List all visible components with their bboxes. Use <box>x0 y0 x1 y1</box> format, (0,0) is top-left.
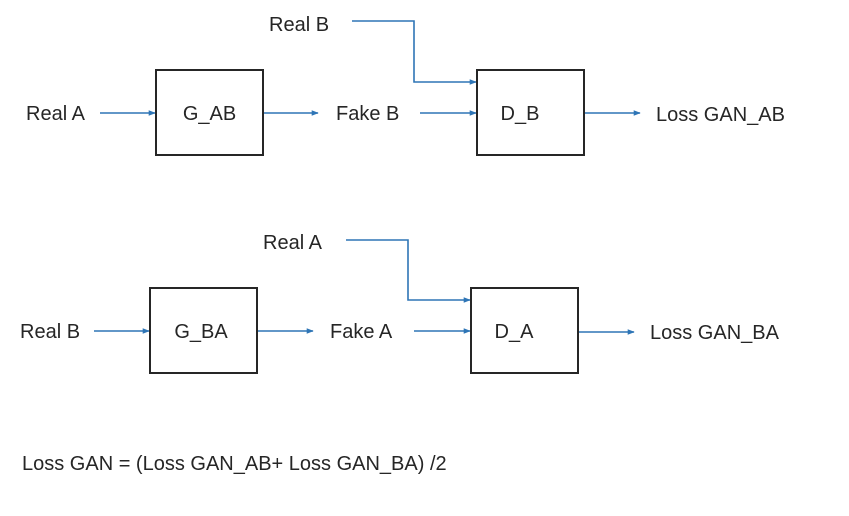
loss-formula: Loss GAN = (Loss GAN_AB+ Loss GAN_BA) /2 <box>22 453 447 475</box>
top-real-label: Real B <box>269 14 329 36</box>
top-discriminator-label: D_B <box>501 103 540 125</box>
bottom-fake-label: Fake A <box>330 321 393 343</box>
bottom-loss-label: Loss GAN_BA <box>650 322 780 344</box>
bottom-real-label: Real A <box>263 232 323 254</box>
top-real-arrow <box>352 20 477 85</box>
bottom-real-arrow <box>346 239 471 303</box>
top-discriminator-box <box>476 69 585 156</box>
bottom-pipeline: Real B G_BA Fake A Real A D_A Loss GAN_B… <box>20 232 780 374</box>
bottom-discriminator-label: D_A <box>495 321 535 343</box>
top-pipeline: Real A G_AB Fake B Real B D_B Loss GAN_A… <box>26 14 785 156</box>
bottom-input-label: Real B <box>20 321 80 343</box>
top-generator-box <box>155 69 264 156</box>
bottom-generator-label: G_BA <box>174 321 228 343</box>
top-loss-label: Loss GAN_AB <box>656 104 785 126</box>
bottom-discriminator-box <box>470 287 579 374</box>
top-generator-label: G_AB <box>183 103 236 125</box>
top-input-label: Real A <box>26 103 86 125</box>
bottom-generator-box <box>149 287 258 374</box>
top-fake-label: Fake B <box>336 103 399 125</box>
